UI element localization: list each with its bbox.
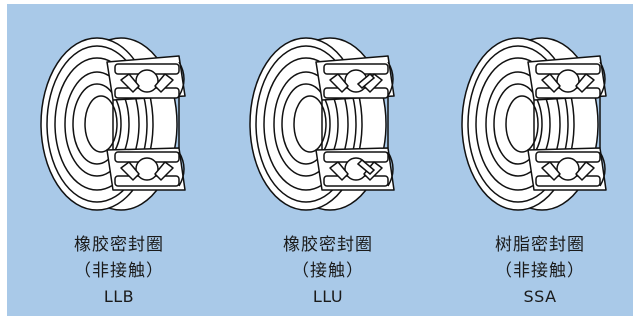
bearing-code: LLB xyxy=(103,287,135,306)
bearing-shape xyxy=(40,37,186,211)
bearing-seal-type: 树脂密封圈 xyxy=(495,235,585,255)
bearing-contact-type: （接触） xyxy=(292,261,364,281)
bearing-code: LLU xyxy=(312,287,344,306)
bearing-llu: 橡胶密封圈 （接触） LLU xyxy=(238,4,418,316)
bearing-contact-type: （非接触） xyxy=(74,261,164,281)
contact-lip-bottom xyxy=(356,158,376,176)
contact-lip-top xyxy=(356,72,376,90)
bearing-llb-drawing xyxy=(40,37,186,211)
bearing-seal-type: 橡胶密封圈 xyxy=(74,235,164,255)
bearing-contact-type: （非接触） xyxy=(495,261,585,281)
bearing-shape xyxy=(249,37,395,211)
bearing-llu-drawing xyxy=(249,37,395,211)
diagram-panel: 橡胶密封圈 （非接触） LLB 橡胶密封圈 （接触） LLU 树脂密封圈 （非接… xyxy=(7,4,633,316)
bearing-ssa-drawing xyxy=(461,37,607,211)
bearing-code: SSA xyxy=(523,287,557,306)
bearing-seal-type: 橡胶密封圈 xyxy=(283,235,373,255)
bearing-llb: 橡胶密封圈 （非接触） LLB xyxy=(29,4,209,316)
bearing-ssa: 树脂密封圈 （非接触） SSA xyxy=(450,4,630,316)
bearing-shape xyxy=(461,37,607,211)
